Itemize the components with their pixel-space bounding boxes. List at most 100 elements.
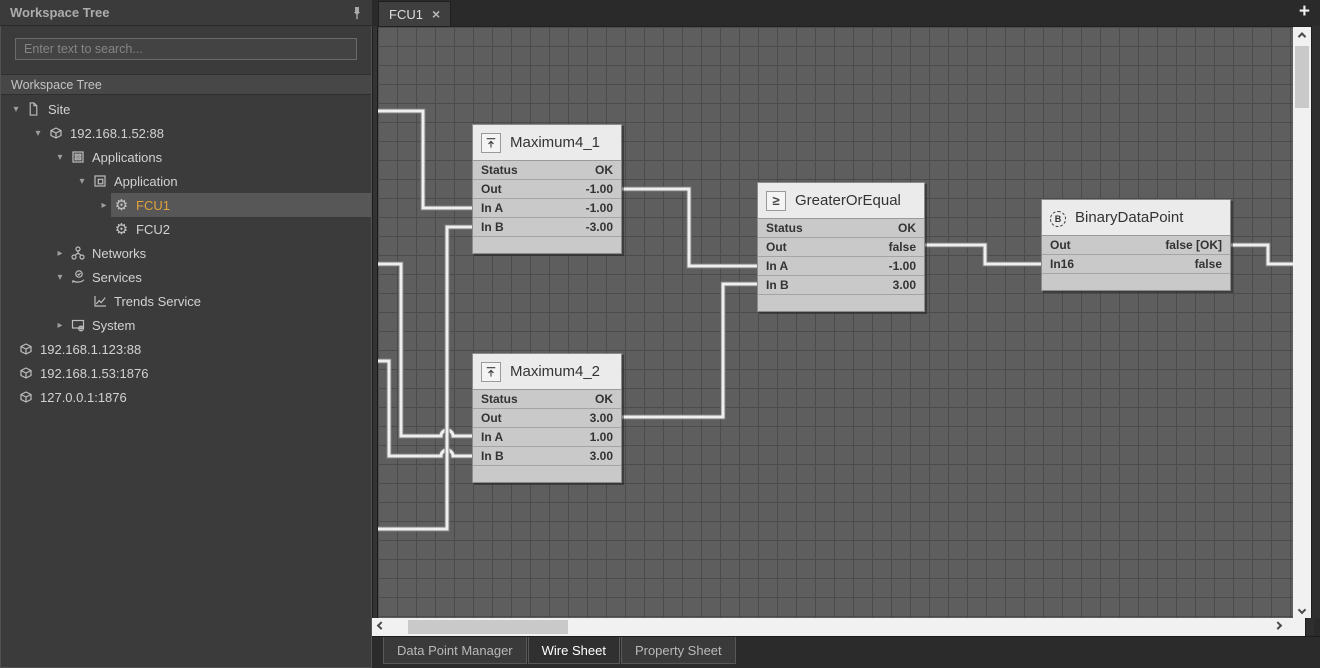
wire-left-to-maximum4_1-inB[interactable] bbox=[378, 224, 472, 532]
expander-expanded-icon[interactable]: ▾ bbox=[35, 127, 41, 139]
horizontal-scrollbar[interactable] bbox=[372, 618, 1305, 636]
wire-left-to-maximum4_2-inA[interactable] bbox=[378, 261, 472, 439]
block-header[interactable]: ≥GreaterOrEqual bbox=[758, 183, 924, 219]
wire-maximum4_1-out-to-gte-inA[interactable] bbox=[622, 187, 757, 268]
tree-item-system[interactable]: ▸ System bbox=[1, 313, 371, 337]
close-tab-icon[interactable]: × bbox=[431, 6, 441, 22]
horizontal-scroll-thumb[interactable] bbox=[408, 620, 568, 634]
tree-item-content[interactable]: Trends Service bbox=[89, 289, 371, 313]
expander-collapsed-icon[interactable]: ▸ bbox=[57, 319, 63, 331]
tree-item-label: 192.168.1.53:1876 bbox=[40, 365, 149, 381]
tree-item-content[interactable]: System bbox=[67, 313, 371, 337]
tree-item-content[interactable]: ⚙FCU1 bbox=[111, 193, 371, 217]
expander-expanded-icon[interactable]: ▾ bbox=[79, 175, 85, 187]
port-row-out[interactable]: Out -1.00 bbox=[473, 180, 621, 199]
port-label: In A bbox=[481, 201, 504, 215]
port-row-in-a[interactable]: In A-1.00 bbox=[758, 257, 924, 276]
scroll-up-arrow[interactable] bbox=[1293, 27, 1311, 43]
port-value: -1.00 bbox=[585, 201, 613, 215]
tree-item-content[interactable]: 192.168.1.53:1876 bbox=[15, 361, 371, 385]
add-tab-button[interactable]: + bbox=[1298, 1, 1310, 22]
tree-item-127-0-0-1-1876[interactable]: 127.0.0.1:1876 bbox=[1, 385, 371, 409]
tree-item-content[interactable]: 127.0.0.1:1876 bbox=[15, 385, 371, 409]
expander-expanded-icon[interactable]: ▾ bbox=[57, 151, 63, 163]
port-row-in-b[interactable]: In B 3.00 bbox=[473, 447, 621, 466]
tree-item-label: FCU1 bbox=[136, 197, 170, 213]
tree-item-192-168-1-123-88[interactable]: 192.168.1.123:88 bbox=[1, 337, 371, 361]
tree-item-content[interactable]: Networks bbox=[67, 241, 371, 265]
wire-left-to-maximum4_1-inA[interactable] bbox=[378, 108, 472, 211]
tree-item-services[interactable]: ▾ Services bbox=[1, 265, 371, 289]
expander-collapsed-icon[interactable]: ▸ bbox=[101, 199, 107, 211]
tree-item-content[interactable]: Applications bbox=[67, 145, 371, 169]
wire-left-to-maximum4_1-inB[interactable] bbox=[378, 225, 472, 531]
expander-expanded-icon[interactable]: ▾ bbox=[13, 103, 19, 115]
tree-item-applications[interactable]: ▾ Applications bbox=[1, 145, 371, 169]
tree-item-site[interactable]: ▾ Site bbox=[1, 97, 371, 121]
pin-icon[interactable] bbox=[352, 6, 362, 20]
view-tab-property-sheet[interactable]: Property Sheet bbox=[620, 637, 736, 664]
tree-item-content[interactable]: 192.168.1.52:88 bbox=[45, 121, 371, 145]
tree-item-content[interactable]: 192.168.1.123:88 bbox=[15, 337, 371, 361]
tree-item-fcu1[interactable]: ▸ ⚙FCU1 bbox=[1, 193, 371, 217]
search-input[interactable] bbox=[15, 38, 357, 60]
port-value: -1.00 bbox=[585, 182, 613, 196]
tab-fcu1[interactable]: FCU1× bbox=[378, 1, 452, 26]
block-header[interactable]: Maximum4_1 bbox=[473, 125, 621, 161]
wire-gte-out-to-binarydatapoint-in16[interactable] bbox=[925, 243, 1041, 266]
tree-item-content[interactable]: Application bbox=[89, 169, 371, 193]
port-row-in-b[interactable]: In B-3.00 bbox=[473, 218, 621, 237]
wire-maximum4_2-out-to-gte-inB[interactable] bbox=[622, 282, 757, 419]
scroll-down-arrow[interactable] bbox=[1293, 602, 1311, 618]
wire-maximum4_2-out-to-gte-inB[interactable] bbox=[622, 281, 757, 420]
scroll-left-arrow[interactable] bbox=[372, 618, 390, 636]
port-value: 3.00 bbox=[589, 449, 613, 463]
applications-icon bbox=[69, 149, 86, 166]
expander-collapsed-icon[interactable]: ▸ bbox=[57, 247, 63, 259]
tree-item-networks[interactable]: ▸ Networks bbox=[1, 241, 371, 265]
tree-item-192-168-1-52-88[interactable]: ▾ 192.168.1.52:88 bbox=[1, 121, 371, 145]
view-tab-wire-sheet[interactable]: Wire Sheet bbox=[527, 637, 620, 664]
block-footer bbox=[1042, 274, 1230, 290]
vertical-scrollbar[interactable] bbox=[1293, 26, 1311, 618]
wire-left-to-maximum4_2-inB[interactable] bbox=[378, 358, 472, 459]
expander-expanded-icon[interactable]: ▾ bbox=[57, 271, 63, 283]
tree-item-192-168-1-53-1876[interactable]: 192.168.1.53:1876 bbox=[1, 361, 371, 385]
wire-gte-out-to-binarydatapoint-in16[interactable] bbox=[925, 242, 1041, 267]
tree-item-fcu2[interactable]: ⚙FCU2 bbox=[1, 217, 371, 241]
port-label: Out bbox=[481, 182, 502, 196]
vertical-scroll-thumb[interactable] bbox=[1295, 46, 1309, 108]
tree-item-content[interactable]: Site bbox=[23, 97, 371, 121]
wire-left-to-maximum4_1-inA[interactable] bbox=[378, 109, 472, 210]
port-label: In B bbox=[481, 449, 504, 463]
tree-item-content[interactable]: Services bbox=[67, 265, 371, 289]
wire-left-to-maximum4_2-inA[interactable] bbox=[378, 262, 472, 438]
wire-binarydatapoint-out-to-right[interactable] bbox=[1231, 243, 1293, 266]
port-row-in-a[interactable]: In A -1.00 bbox=[473, 199, 621, 218]
block-header[interactable]: Maximum4_2 bbox=[473, 354, 621, 390]
tree-item-application[interactable]: ▾ Application bbox=[1, 169, 371, 193]
tree-item-trends-service[interactable]: Trends Service bbox=[1, 289, 371, 313]
wire-left-to-maximum4_2-inB[interactable] bbox=[378, 359, 472, 458]
view-tab-data-point-manager[interactable]: Data Point Manager bbox=[383, 637, 527, 664]
scroll-right-arrow[interactable] bbox=[1269, 618, 1287, 636]
workspace-tree-list: ▾ Site ▾ 192.168.1.52:88 ▾ Applications ▾ Appli… bbox=[1, 95, 371, 667]
tree-item-content[interactable]: ⚙FCU2 bbox=[111, 217, 371, 241]
wire-binarydatapoint-out-to-right[interactable] bbox=[1231, 242, 1293, 267]
